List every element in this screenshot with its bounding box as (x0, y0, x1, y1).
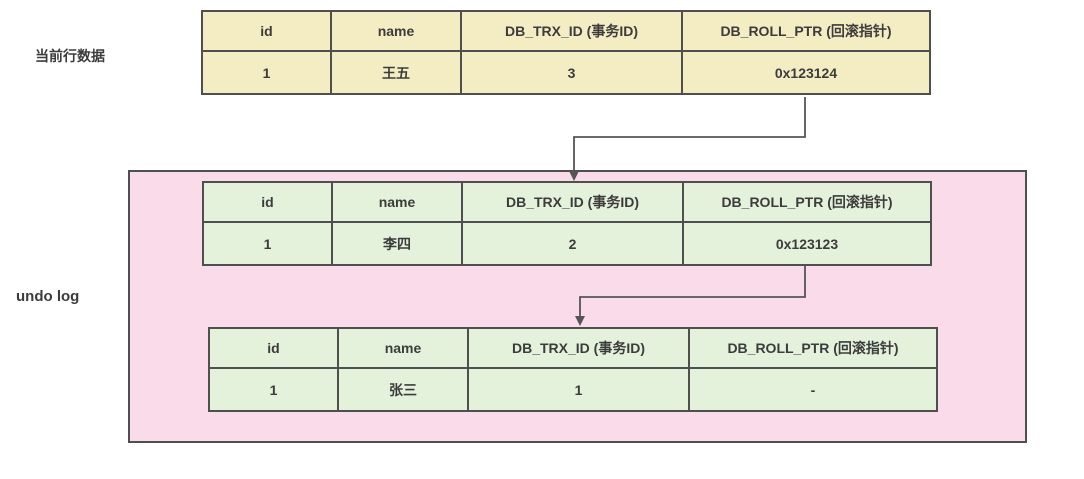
undo-version-2-header: id name DB_TRX_ID (事务ID) DB_ROLL_PTR (回滚… (202, 181, 932, 223)
cell-name: 李四 (331, 221, 463, 266)
header-cell-trx-id: DB_TRX_ID (事务ID) (461, 181, 684, 223)
undo-version-1-header: id name DB_TRX_ID (事务ID) DB_ROLL_PTR (回滚… (208, 327, 938, 369)
cell-name: 张三 (337, 367, 469, 412)
current-row-label: 当前行数据 (35, 48, 105, 64)
cell-id: 1 (201, 50, 332, 95)
cell-trx-id: 2 (461, 221, 684, 266)
cell-roll-ptr: 0x123124 (681, 50, 931, 95)
cell-trx-id: 1 (467, 367, 690, 412)
header-cell-id: id (208, 327, 339, 369)
cell-trx-id: 3 (460, 50, 683, 95)
header-cell-name: name (330, 10, 462, 52)
header-cell-name: name (337, 327, 469, 369)
header-cell-trx-id: DB_TRX_ID (事务ID) (460, 10, 683, 52)
undo-version-1-values: 1 张三 1 - (208, 367, 938, 412)
header-cell-roll-ptr: DB_ROLL_PTR (回滚指针) (681, 10, 931, 52)
roll-ptr-arrow-current-to-v2 (569, 97, 806, 181)
current-row-table: id name DB_TRX_ID (事务ID) DB_ROLL_PTR (回滚… (201, 10, 931, 95)
cell-id: 1 (202, 221, 333, 266)
header-cell-id: id (202, 181, 333, 223)
header-cell-roll-ptr: DB_ROLL_PTR (回滚指针) (688, 327, 938, 369)
undo-version-1-table: id name DB_TRX_ID (事务ID) DB_ROLL_PTR (回滚… (208, 327, 938, 412)
header-cell-name: name (331, 181, 463, 223)
current-row-values: 1 王五 3 0x123124 (201, 50, 931, 95)
cell-name: 王五 (330, 50, 462, 95)
cell-roll-ptr: 0x123123 (682, 221, 932, 266)
header-cell-trx-id: DB_TRX_ID (事务ID) (467, 327, 690, 369)
undo-version-2-values: 1 李四 2 0x123123 (202, 221, 932, 266)
header-cell-roll-ptr: DB_ROLL_PTR (回滚指针) (682, 181, 932, 223)
cell-roll-ptr: - (688, 367, 938, 412)
cell-id: 1 (208, 367, 339, 412)
undo-version-2-table: id name DB_TRX_ID (事务ID) DB_ROLL_PTR (回滚… (202, 181, 932, 266)
current-row-header: id name DB_TRX_ID (事务ID) DB_ROLL_PTR (回滚… (201, 10, 931, 52)
header-cell-id: id (201, 10, 332, 52)
undo-log-label: undo log (16, 288, 80, 305)
